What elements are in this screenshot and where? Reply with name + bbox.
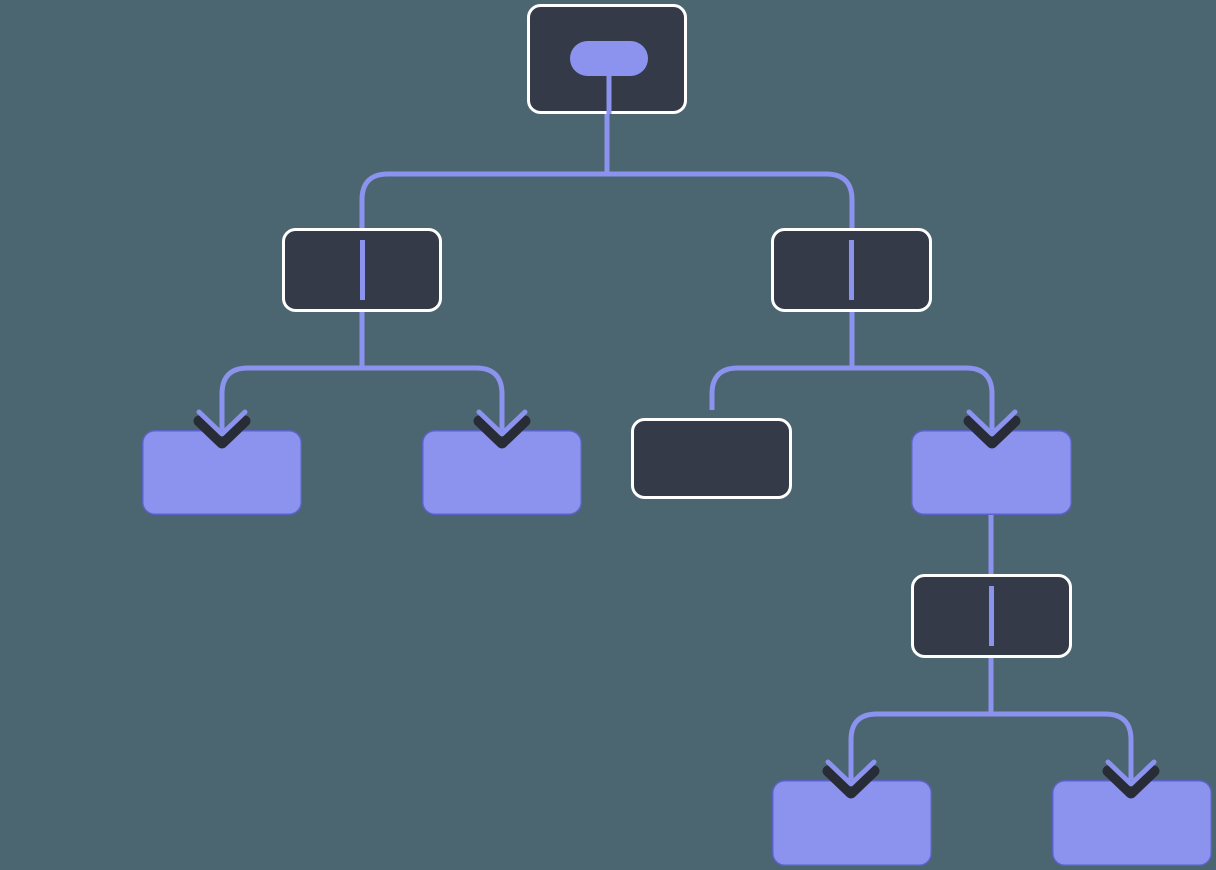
connector-lower-branch-to-leaves (848, 658, 1134, 780)
arrowhead-icon (825, 759, 877, 787)
arrowhead-icon (476, 409, 528, 437)
branch-node-lower[interactable] (911, 574, 1072, 658)
nodes-layer (142, 4, 1212, 866)
empty-node[interactable] (631, 418, 792, 499)
root-node[interactable] (527, 4, 687, 115)
arrowhead-shadow-icon (1102, 765, 1160, 799)
arrowhead-icon (1105, 759, 1157, 787)
arrowhead-icon (966, 409, 1018, 437)
branch-node-lower-bar-marker (989, 586, 994, 646)
branch-node-right[interactable] (771, 228, 932, 312)
arrowhead-shadow-icon (822, 765, 880, 799)
branch-node-left[interactable] (282, 228, 442, 312)
arrowhead-shadow-icon (963, 415, 1021, 449)
arrowheads-layer (193, 409, 1160, 799)
root-node-stem (606, 76, 612, 114)
arrowhead-shadow-icon (193, 415, 251, 449)
empty-node-box[interactable] (631, 418, 792, 499)
arrowhead-icon (196, 409, 248, 437)
branch-node-left-bar-marker (360, 240, 365, 300)
connector-right-branch-to-children (709, 312, 995, 430)
connectors-layer (219, 114, 1134, 780)
arrowhead-shadow-icon (473, 415, 531, 449)
connector-left-branch-to-leaves (219, 312, 505, 430)
root-node-pill-marker (570, 41, 648, 76)
branch-node-right-bar-marker (849, 240, 854, 300)
connector-root-to-branches (359, 114, 855, 228)
